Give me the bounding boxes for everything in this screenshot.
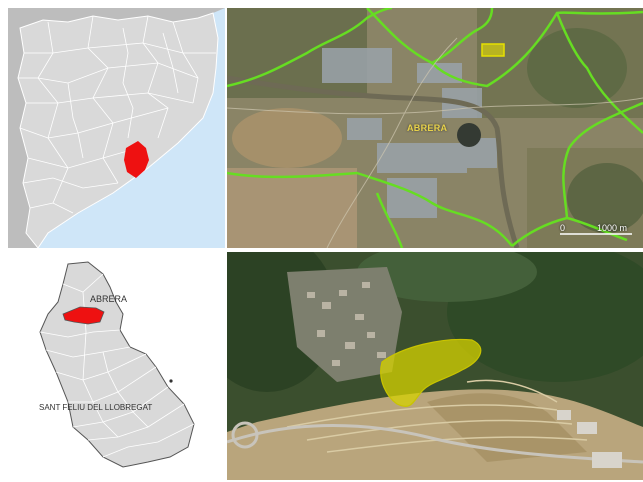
capital-dot — [169, 379, 173, 383]
highlighted-comarca — [124, 141, 149, 178]
highlighted-municipality — [62, 306, 105, 325]
industrial-buildings — [557, 410, 622, 468]
scale-label: 1000 m — [597, 223, 628, 233]
scale-zero-label: 0 — [560, 223, 566, 233]
residential-area — [287, 267, 402, 382]
site-marker — [481, 43, 505, 57]
reservoir — [457, 123, 481, 147]
road — [227, 424, 643, 464]
comarca-boundaries — [18, 15, 216, 214]
site-polygon — [380, 338, 482, 407]
aerial-top-svg — [227, 8, 643, 248]
river — [227, 75, 520, 248]
terraced-ground — [227, 379, 643, 480]
site-aerial-closeup — [227, 252, 643, 480]
municipality-label: ABRERA — [407, 123, 448, 133]
municipal-lines — [39, 273, 195, 458]
terrain-patches — [227, 8, 643, 248]
aerial-bottom-svg — [227, 252, 643, 480]
comarca-svg — [39, 261, 195, 468]
municipal-aerial-map: ABRERA 0 1000 m — [227, 8, 643, 248]
municipality-label: ABRERA — [90, 294, 128, 304]
catalonia-region — [17, 12, 219, 248]
capital-label: SANT FELIU DEL LLOBREGAT — [39, 403, 153, 412]
catalonia-svg — [8, 8, 225, 248]
catalonia-locator-map — [8, 8, 225, 248]
roundabout — [231, 421, 259, 449]
mediterranean-sea — [38, 8, 225, 248]
roads — [227, 37, 643, 248]
comarca-map: ABRERA SANT FELIU DEL LLOBREGAT — [8, 252, 225, 480]
